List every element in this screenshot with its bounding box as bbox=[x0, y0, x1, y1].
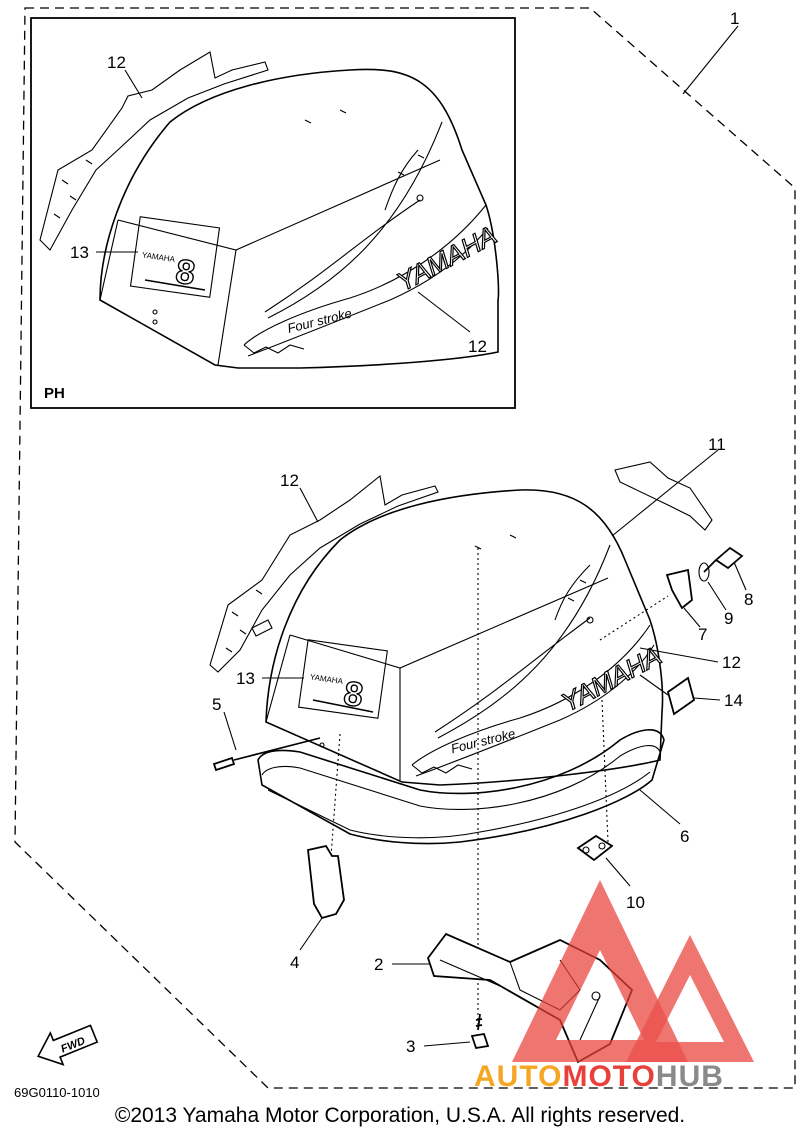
callout-12-inset-side: 12 bbox=[468, 337, 487, 356]
bracket-2-hole bbox=[591, 991, 601, 1001]
leader-7 bbox=[683, 607, 701, 628]
watermark-triangle-icon bbox=[512, 880, 688, 1062]
screw-3 bbox=[470, 1013, 490, 1050]
callout-6: 6 bbox=[680, 827, 689, 846]
callout-2: 2 bbox=[374, 955, 383, 974]
watermark-auto: AUTO bbox=[474, 1060, 562, 1093]
callout-12-main-side: 12 bbox=[722, 653, 741, 672]
side-decal-strip bbox=[209, 474, 439, 673]
seal-6 bbox=[257, 729, 665, 845]
callout-13-main: 13 bbox=[236, 669, 255, 688]
inset-hole bbox=[152, 309, 158, 315]
assembly-line-7 bbox=[599, 595, 669, 641]
inset-hole bbox=[152, 319, 158, 325]
diagram-code: 69G0110-1010 bbox=[14, 1085, 100, 1100]
inset-cowl-front-edge bbox=[217, 249, 237, 366]
copyright-text: ©2013 Yamaha Motor Corporation, U.S.A. A… bbox=[114, 1104, 686, 1127]
assembly-line-10 bbox=[601, 699, 609, 843]
callout-8: 8 bbox=[744, 590, 753, 609]
decal-tail bbox=[411, 764, 473, 774]
callout-3: 3 bbox=[406, 1037, 415, 1056]
seal-inner bbox=[261, 745, 661, 810]
callout-4: 4 bbox=[290, 953, 299, 972]
top-cowling: YAMAHA 8 YAMAHA Four stroke bbox=[209, 474, 667, 786]
decal-11 bbox=[614, 461, 713, 531]
inset-side-decal bbox=[243, 204, 489, 357]
leader-12-main-top bbox=[299, 487, 319, 523]
leader-3 bbox=[423, 1041, 471, 1047]
callout-5: 5 bbox=[212, 695, 221, 714]
cowl-shell bbox=[265, 489, 664, 786]
inset-strip-notches bbox=[53, 159, 93, 219]
leader-6 bbox=[639, 789, 681, 825]
badge-brand: YAMAHA bbox=[309, 672, 344, 686]
inset-hole bbox=[416, 194, 424, 202]
leader-5 bbox=[223, 711, 237, 751]
damper-10-hole bbox=[582, 846, 590, 854]
watermark-text: AUTOMOTOHUB bbox=[474, 1060, 724, 1093]
hook-4 bbox=[307, 844, 345, 920]
seal-groove bbox=[267, 771, 651, 839]
leader-8 bbox=[733, 561, 747, 591]
seal-outer bbox=[257, 729, 665, 845]
cowl-vent-marks bbox=[474, 534, 587, 602]
callout-7: 7 bbox=[698, 625, 707, 644]
cowl-hole bbox=[586, 616, 594, 624]
watermark-hub: HUB bbox=[656, 1060, 724, 1093]
washer-9 bbox=[698, 562, 710, 582]
leader-12-inset-top bbox=[124, 69, 143, 99]
bracket-7 bbox=[665, 568, 693, 610]
decal-fourstroke: Four stroke bbox=[449, 726, 516, 756]
side-decal bbox=[411, 624, 655, 777]
callout-12-main-top: 12 bbox=[280, 471, 299, 490]
inset-badge-underline bbox=[144, 279, 206, 291]
bolt-8 bbox=[703, 546, 744, 573]
inset-cowl-shell bbox=[99, 68, 500, 369]
leader-14 bbox=[693, 697, 721, 701]
assembly-boundary bbox=[14, 7, 796, 1089]
cowl-swoosh bbox=[434, 544, 611, 739]
damper-10 bbox=[576, 834, 614, 862]
inset-label: PH bbox=[44, 385, 65, 402]
fwd-arrow-icon: FWD bbox=[37, 1024, 99, 1066]
inset-cowl-swoosh bbox=[264, 121, 443, 319]
cowl-hole bbox=[319, 742, 325, 748]
decal-brand: YAMAHA bbox=[556, 640, 666, 717]
leader-11 bbox=[611, 449, 719, 537]
rivet-5 bbox=[212, 756, 236, 772]
callout-12-inset-top: 12 bbox=[107, 53, 126, 72]
callout-1: 1 bbox=[730, 9, 739, 28]
hp-badge bbox=[298, 639, 388, 719]
inset-hp-badge bbox=[129, 216, 221, 298]
assembly-line-4 bbox=[329, 733, 341, 871]
leader-14-cowl bbox=[639, 674, 669, 696]
damper-10-hole bbox=[598, 842, 606, 850]
callout-9: 9 bbox=[724, 609, 733, 628]
callout-11: 11 bbox=[708, 435, 726, 454]
watermark-logo bbox=[512, 880, 754, 1062]
leader-9 bbox=[707, 581, 727, 611]
callout-13-inset: 13 bbox=[70, 243, 89, 262]
leader-10 bbox=[605, 857, 631, 887]
badge-underline bbox=[312, 699, 374, 713]
inset-decal-tail bbox=[243, 344, 305, 354]
side-strip-notches bbox=[225, 589, 273, 653]
fwd-arrow-shape bbox=[37, 1024, 99, 1066]
rivet-5-shaft bbox=[233, 737, 321, 761]
callout-10: 10 bbox=[626, 893, 645, 912]
leader-12-main-side bbox=[639, 647, 719, 663]
callout-14: 14 bbox=[724, 691, 743, 710]
inset-cowl-panel bbox=[99, 159, 441, 301]
leader-1 bbox=[682, 25, 739, 95]
inset-vent-marks bbox=[304, 109, 425, 176]
badge-14 bbox=[666, 676, 696, 716]
leader-12-inset-side bbox=[417, 291, 471, 333]
inset-side-decal-strip bbox=[39, 51, 269, 251]
watermark-triangle2-icon bbox=[626, 935, 754, 1062]
leader-4 bbox=[299, 917, 323, 951]
watermark-moto: MOTO bbox=[562, 1060, 655, 1093]
inset-box bbox=[30, 17, 516, 409]
